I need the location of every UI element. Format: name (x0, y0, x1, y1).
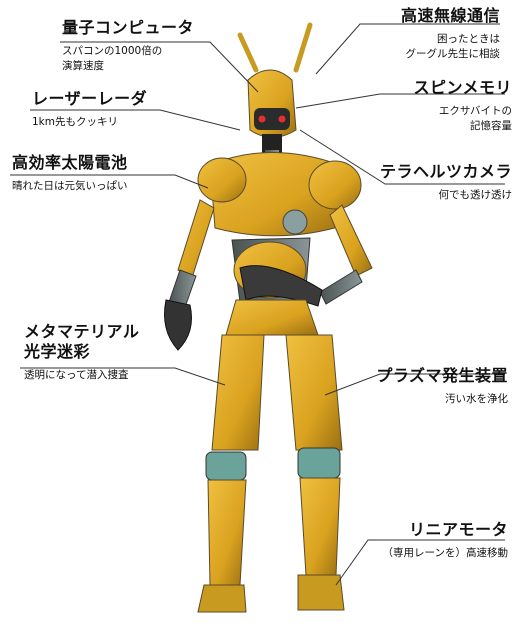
feature-desc: 透明になって潜入捜査 (24, 369, 129, 381)
feature-laser: レーザーレーダ 1km先もクッキリ (32, 89, 147, 130)
feature-desc: 何でも透け透け (438, 189, 513, 201)
feature-quantum: 量子コンピュータ スパコンの1000倍の 演算速度 (62, 18, 194, 74)
feature-desc: 1km先もクッキリ (32, 116, 118, 128)
feature-linear: リニアモータ （専用レーンを）高速移動 (383, 520, 508, 561)
feature-title: メタマテリアル (24, 322, 140, 341)
feature-title: レーザーレーダ (32, 89, 148, 108)
feature-plasma: プラズマ発生装置 汚い水を浄化 (376, 366, 508, 407)
feature-title: プラズマ発生装置 (376, 366, 508, 385)
feature-desc: 晴れた日は元気いっぱい (12, 180, 128, 192)
feature-desc: 困ったときは グーグル先生に相談 (405, 33, 501, 60)
feature-title: 高速無線通信 (400, 6, 500, 25)
feature-title: テラヘルツカメラ (379, 162, 512, 181)
feature-desc: スパコンの1000倍の 演算速度 (62, 45, 163, 72)
feature-title: スピンメモリ (413, 78, 512, 97)
feature-title: リニアモータ (408, 520, 508, 539)
feature-title-2: 光学迷彩 (24, 342, 91, 361)
feature-desc: 汚い水を浄化 (445, 393, 508, 405)
feature-desc: （専用レーンを）高速移動 (382, 547, 508, 559)
feature-title: 量子コンピュータ (62, 18, 195, 37)
feature-spin: スピンメモリ エクサバイトの 記憶容量 (413, 78, 512, 134)
feature-thz: テラヘルツカメラ 何でも透け透け (380, 162, 512, 203)
feature-title: 高効率太陽電池 (12, 153, 128, 172)
feature-comm: 高速無線通信 困ったときは グーグル先生に相談 (401, 6, 500, 62)
feature-solar: 高効率太陽電池 晴れた日は元気いっぱい (12, 153, 128, 194)
feature-desc: エクサバイトの 記憶容量 (438, 105, 512, 132)
feature-meta: メタマテリアル 光学迷彩 透明になって潜入捜査 (24, 322, 139, 383)
